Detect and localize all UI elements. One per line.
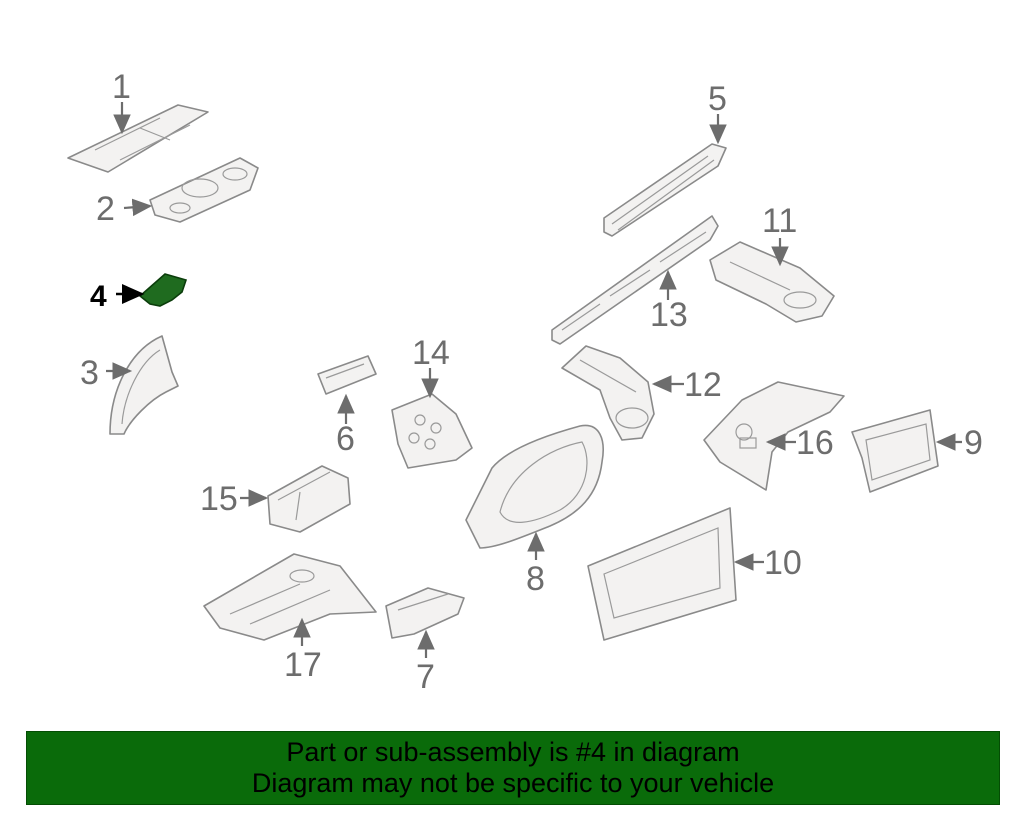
part-12[interactable]: 12 (561, 345, 722, 441)
part-8[interactable]: 8 (465, 424, 604, 598)
part-4-shape (138, 273, 188, 307)
part-3[interactable]: 3 (80, 335, 179, 435)
callout-11: 11 (762, 202, 797, 240)
part-2[interactable]: 2 (96, 157, 259, 228)
banner-line-2: Diagram may not be specific to your vehi… (251, 768, 775, 798)
fitment-banner: Part or sub-assembly is #4 in diagram Di… (26, 731, 1000, 805)
part-15[interactable]: 15 (200, 465, 351, 533)
callout-13: 13 (650, 296, 688, 334)
part-11[interactable]: 11 (709, 202, 835, 323)
part-5[interactable]: 5 (603, 80, 727, 237)
part-7[interactable]: 7 (385, 587, 465, 696)
callout-3: 3 (80, 354, 99, 392)
callout-1: 1 (112, 68, 131, 106)
callout-15: 15 (200, 480, 238, 518)
part-6[interactable]: 6 (317, 355, 377, 458)
callout-5: 5 (708, 80, 727, 118)
callout-8: 8 (526, 560, 545, 598)
parts-diagram: 1 2 4 3 5 13 11 (67, 68, 983, 696)
callout-4: 4 (90, 280, 107, 313)
part-13[interactable]: 13 (551, 215, 719, 345)
callout-10: 10 (764, 544, 802, 582)
banner-line-1: Part or sub-assembly is #4 in diagram (286, 737, 740, 767)
part-9[interactable]: 9 (851, 409, 983, 493)
callout-9: 9 (964, 424, 983, 462)
callout-14: 14 (412, 334, 450, 372)
callout-16: 16 (796, 424, 834, 462)
part-4[interactable]: 4 (90, 273, 188, 313)
callout-6: 6 (336, 420, 355, 458)
part-10[interactable]: 10 (587, 507, 802, 641)
part-17[interactable]: 17 (203, 553, 377, 684)
callout-17: 17 (284, 646, 322, 684)
part-16[interactable]: 16 (703, 381, 845, 491)
callout-2: 2 (96, 190, 115, 228)
part-14[interactable]: 14 (391, 334, 473, 469)
part-1[interactable]: 1 (67, 68, 209, 173)
callout-7: 7 (416, 658, 435, 696)
callout-12: 12 (684, 366, 722, 404)
